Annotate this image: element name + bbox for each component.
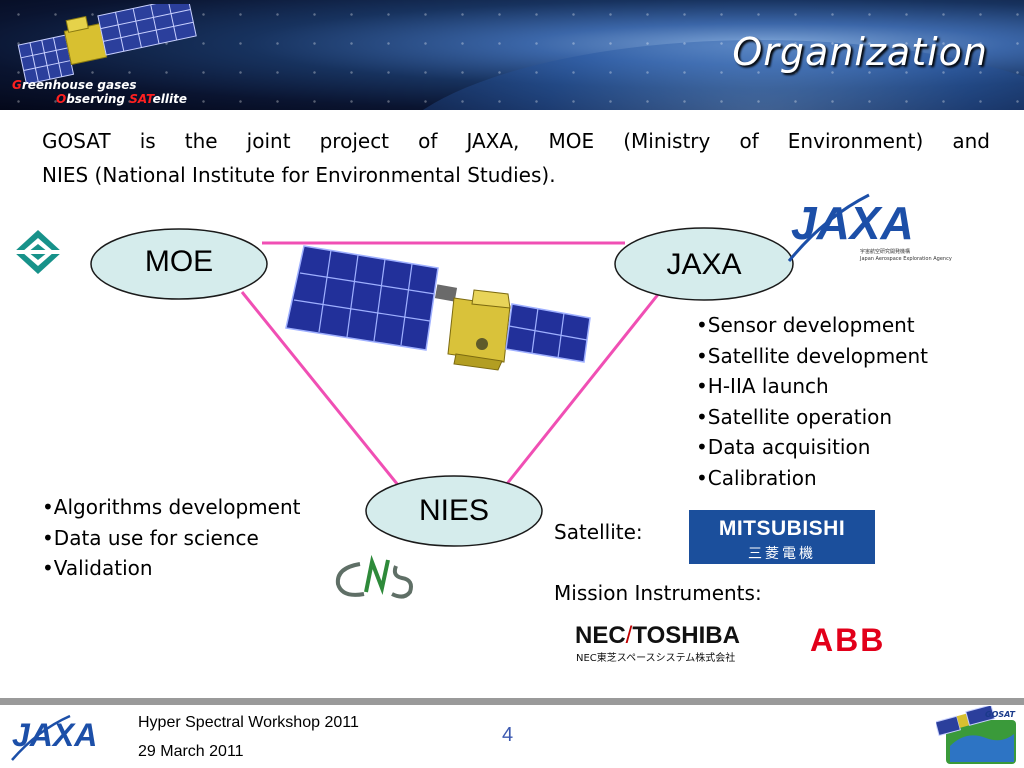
- list-item: •Data acquisition: [696, 435, 871, 460]
- logo-letter: O: [56, 92, 67, 106]
- page-number: 4: [502, 724, 514, 746]
- nies-roles-list: •Algorithms development •Data use for sc…: [42, 492, 300, 584]
- list-item: •Algorithms development: [42, 495, 301, 519]
- list-item: •H-IIA launch: [696, 374, 829, 399]
- jaxa-oval: [614, 227, 794, 301]
- jaxa-logo-icon: JAXA: [787, 193, 914, 262]
- jaxa-caption-en: Japan Aerospace Exploration Agency: [860, 256, 952, 262]
- mitsubishi-logo: MITSUBISHI 三菱電機: [689, 510, 875, 564]
- footer-date: 29 March 2011: [138, 743, 244, 760]
- logo-text: reenhouse gases: [21, 78, 137, 92]
- intro-line: NIES (National Institute for Environment…: [42, 163, 556, 187]
- mission-instruments-label: Mission Instruments:: [554, 581, 762, 605]
- gosat-footer-label: GOSAT: [985, 710, 1016, 719]
- abb-logo: ABB: [810, 622, 886, 658]
- nec-text: NEC: [575, 622, 626, 649]
- slide-title: Organization: [732, 30, 988, 74]
- jaxa-footer-logo-icon: JAXA: [11, 714, 97, 761]
- slash-text: /: [625, 622, 633, 649]
- moe-node-label: MOE: [144, 245, 214, 278]
- list-item: •Data use for science: [42, 525, 259, 550]
- intro-paragraph: GOSAT is the joint project of JAXA, MOE …: [42, 124, 990, 192]
- mitsubishi-en: MITSUBISHI: [718, 517, 846, 540]
- nec-toshiba-logo: NEC/TOSHIBA: [575, 622, 740, 650]
- list-item: •Sensor development: [696, 313, 915, 337]
- nec-toshiba-subtitle: NEC東芝スペースシステム株式会社: [576, 653, 736, 664]
- nies-node-label: NIES: [418, 494, 490, 527]
- gosat-satellite-illustration: [285, 245, 591, 371]
- intro-line: GOSAT is the joint project of JAXA, MOE …: [42, 129, 990, 153]
- jaxa-roles-list: •Sensor development •Satellite developme…: [696, 310, 928, 494]
- list-item: •Satellite operation: [696, 404, 893, 429]
- link-jaxa-nies: [500, 291, 662, 491]
- list-item: •Satellite development: [696, 343, 929, 368]
- logo-letter: G: [12, 78, 22, 92]
- jaxa-node-label: JAXA: [666, 248, 742, 281]
- jaxa-caption-jp: 宇宙航空研究開発機構: [860, 249, 911, 255]
- footer-divider: [0, 698, 1024, 705]
- gosat-footer-logo-icon: [936, 706, 1016, 764]
- gosat-name-logo: Greenhouse gases Observing SATellite: [12, 78, 187, 106]
- toshiba-text: TOSHIBA: [632, 622, 740, 649]
- list-item: •Calibration: [696, 465, 817, 490]
- moe-logo-icon: [12, 230, 64, 274]
- gosat-satellite-logo-icon: [17, 4, 197, 84]
- list-item: •Validation: [42, 556, 153, 581]
- satellite-label: Satellite:: [554, 520, 643, 544]
- link-moe-nies: [240, 291, 404, 491]
- nies-logo-icon: [335, 554, 413, 599]
- logo-letter: SAT: [129, 92, 153, 106]
- logo-text: bserving: [66, 92, 130, 106]
- jaxa-logo-caption: 宇宙航空研究開発機構 Japan Aerospace Exploration A…: [860, 249, 952, 263]
- moe-oval: [90, 228, 268, 300]
- logo-text: ellite: [152, 92, 188, 106]
- nies-oval: [365, 475, 543, 547]
- mitsubishi-jp: 三菱電機: [748, 545, 816, 561]
- header-banner: Greenhouse gases Observing SATellite Org…: [0, 0, 1024, 110]
- footer-event: Hyper Spectral Workshop 2011: [138, 714, 359, 731]
